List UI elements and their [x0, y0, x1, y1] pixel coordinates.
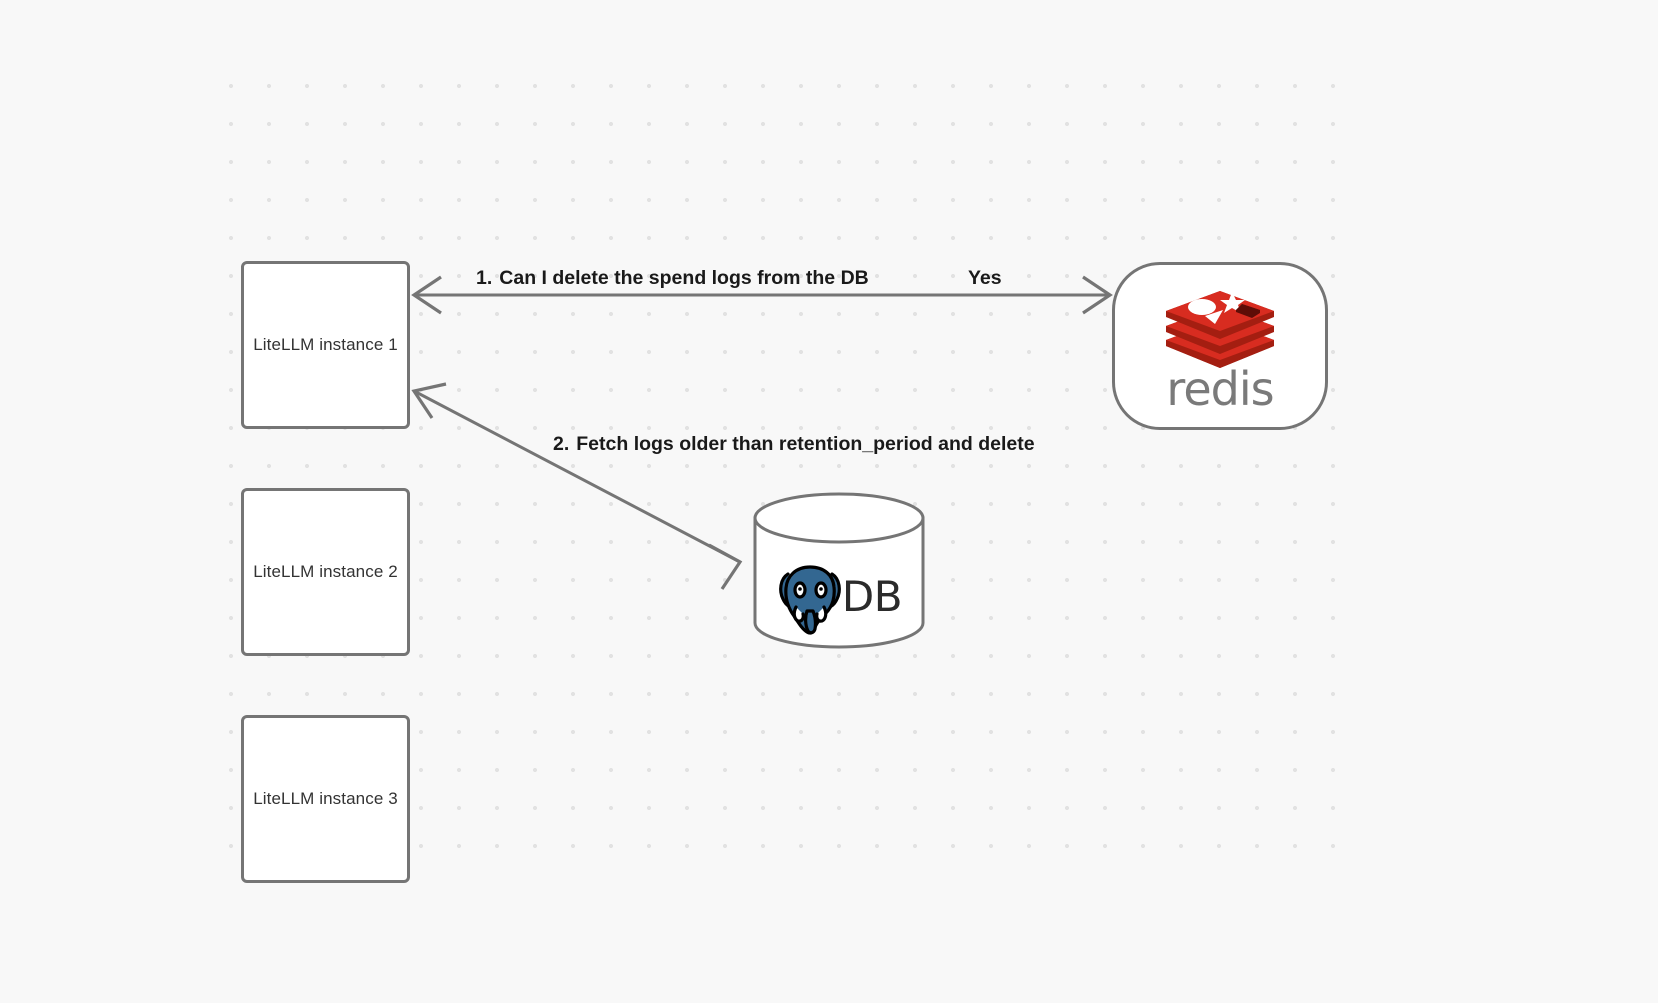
edge-label-step-1-number: 1.: [476, 267, 493, 289]
edge-label-step-2-text: Fetch logs older than retention_period a…: [576, 433, 1035, 455]
edge-litellm1-db: [411, 382, 743, 590]
node-litellm-instance-3[interactable]: LiteLLM instance 3: [241, 715, 410, 883]
arrowhead-upper-left: [411, 382, 447, 419]
redis-logo-icon: [1160, 280, 1280, 372]
redis-wordmark: redis: [1166, 362, 1274, 416]
arrowhead-right: [1082, 275, 1113, 315]
db-content: DB: [753, 544, 925, 649]
node-litellm-instance-3-label: LiteLLM instance 3: [253, 789, 398, 808]
edge-label-step-1-text: Can I delete the spend logs from the DB: [499, 267, 869, 289]
arrowhead-lower-right: [708, 543, 743, 590]
db-label: DB: [841, 572, 903, 621]
node-redis[interactable]: redis: [1112, 262, 1328, 430]
edge-label-yes: Yes: [968, 267, 1002, 289]
edge-label-step-1: 1. Can I delete the spend logs from the D…: [476, 267, 869, 290]
node-litellm-instance-2[interactable]: LiteLLM instance 2: [241, 488, 410, 656]
node-db[interactable]: DB: [753, 492, 925, 649]
node-litellm-instance-1[interactable]: LiteLLM instance 1: [241, 261, 410, 429]
node-litellm-instance-1-label: LiteLLM instance 1: [253, 335, 398, 354]
edge-label-step-2-number: 2.: [553, 433, 570, 455]
node-litellm-instance-2-label: LiteLLM instance 2: [253, 562, 398, 581]
postgresql-elephant-icon: [776, 561, 844, 635]
edge-label-step-2: 2. Fetch logs older than retention_period…: [553, 433, 1035, 456]
arrowhead-left: [411, 275, 442, 315]
